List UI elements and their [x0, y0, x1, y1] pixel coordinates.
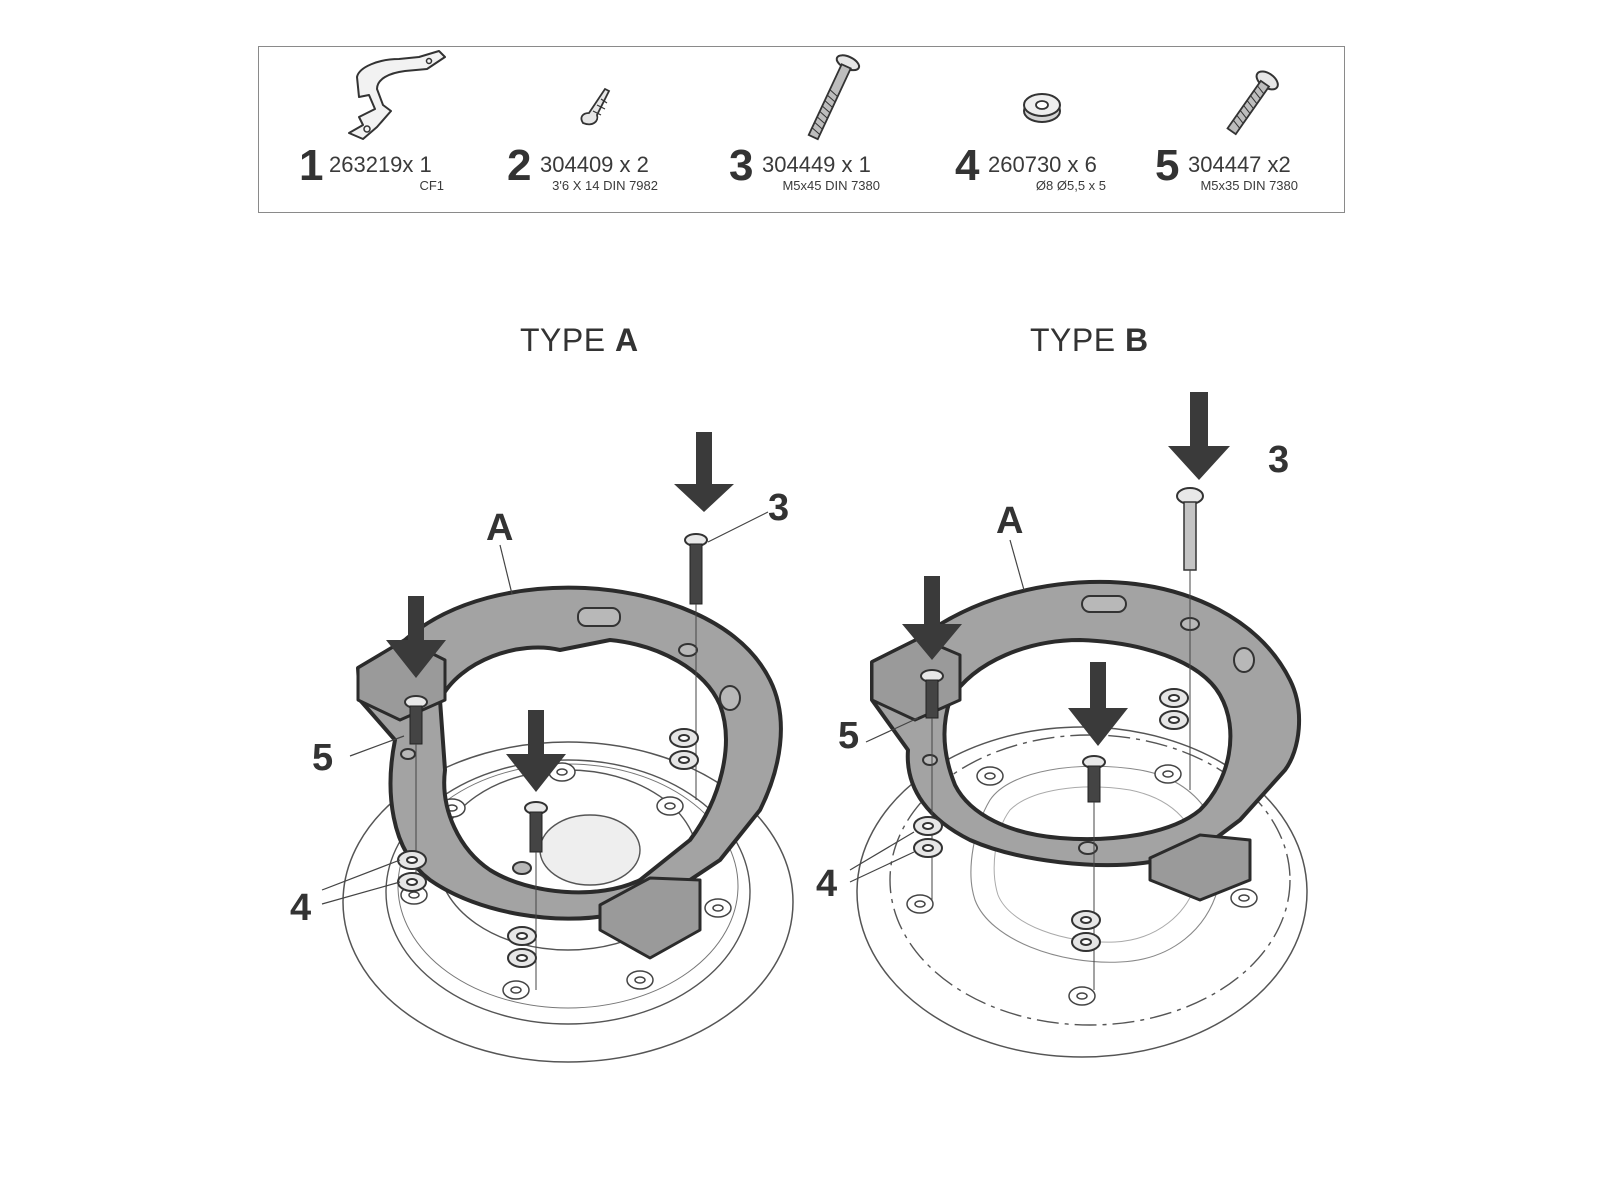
type-a-title: TYPE A [520, 322, 639, 359]
bolt-center-a [524, 801, 548, 990]
install-arrows-b [902, 392, 1230, 746]
self-tapping-screw-icon [580, 87, 611, 126]
part-spec: CF1 [419, 178, 444, 193]
callout-spacer-b: 4 [816, 863, 837, 905]
bolt-center-b [1082, 755, 1106, 990]
part-number: 4 [955, 141, 980, 190]
part-item-1: 1 263219x 1 CF1 [289, 47, 469, 212]
type-b-assembly: A 3 5 4 [816, 392, 1308, 1058]
tank-ring-b [870, 579, 1302, 867]
spacer-stack-a [397, 728, 699, 968]
type-a-prefix: TYPE [520, 322, 615, 358]
callout-ring-a: A [486, 507, 513, 549]
bolt-short-b [920, 669, 944, 900]
ring-front-block-a [598, 876, 702, 960]
type-a-letter: A [614, 322, 639, 358]
spacer-washer-icon [1023, 93, 1061, 123]
part-spec: Ø8 Ø5,5 x 5 [1035, 178, 1106, 193]
part-code: 304409 x 2 [540, 152, 649, 177]
part-number: 2 [507, 141, 532, 190]
tank-base-mid [385, 759, 751, 1025]
type-b-prefix: TYPE [1030, 322, 1125, 358]
callout-spacer-a: 4 [290, 887, 311, 929]
part-code: 304447 x2 [1188, 152, 1291, 177]
part-item-4: 4 260730 x 6 Ø8 Ø5,5 x 5 [955, 47, 1155, 212]
part-spec: M5x45 DIN 7380 [782, 178, 880, 193]
down-arrow-icon [506, 710, 566, 792]
down-arrow-icon [1168, 392, 1230, 480]
fuel-cap [539, 814, 641, 886]
bolt-long-b [1176, 487, 1204, 790]
part-code: 263219x 1 [329, 152, 432, 177]
type-b-letter: B [1124, 322, 1149, 358]
callout-bolt-long-b: 3 [1268, 439, 1289, 481]
install-arrows-a [386, 432, 734, 792]
part-number: 5 [1155, 141, 1180, 190]
spacer-stack-b [913, 688, 1189, 952]
down-arrow-icon [902, 576, 962, 660]
down-arrow-icon [1068, 662, 1128, 746]
short-bolt-icon [1226, 70, 1279, 136]
down-arrow-icon [674, 432, 734, 512]
fuel-cap-outline [970, 765, 1223, 963]
down-arrow-icon [386, 596, 446, 678]
callout-bolt-short-a: 5 [312, 737, 333, 779]
part-spec: 3'6 X 14 DIN 7982 [552, 178, 658, 193]
long-bolt-icon [807, 54, 861, 141]
bolt-long-a [684, 533, 708, 800]
ring-front-block-b [1148, 833, 1252, 902]
bracket-icon [348, 50, 446, 140]
type-b-title: TYPE B [1030, 322, 1149, 359]
part-number: 3 [729, 141, 754, 190]
callout-ring-b: A [996, 500, 1023, 542]
callout-bolt-short-b: 5 [838, 715, 859, 757]
part-item-2: 2 304409 x 2 3'6 X 14 DIN 7982 [507, 47, 707, 212]
part-item-3: 3 304449 x 1 M5x45 DIN 7380 [729, 47, 929, 212]
type-a-assembly: A 3 5 4 [290, 432, 794, 1063]
part-spec: M5x35 DIN 7380 [1200, 178, 1298, 193]
part-code: 304449 x 1 [762, 152, 871, 177]
part-code: 260730 x 6 [988, 152, 1097, 177]
tank-base-outer [856, 726, 1308, 1058]
tank-base-outer [342, 741, 794, 1063]
callout-bolt-long-a: 3 [768, 487, 789, 529]
parts-list-box: 1 263219x 1 CF1 2 304409 x 2 3'6 X 14 DI… [258, 46, 1345, 213]
part-number: 1 [299, 141, 324, 190]
part-item-5: 5 304447 x2 M5x35 DIN 7380 [1155, 47, 1345, 212]
